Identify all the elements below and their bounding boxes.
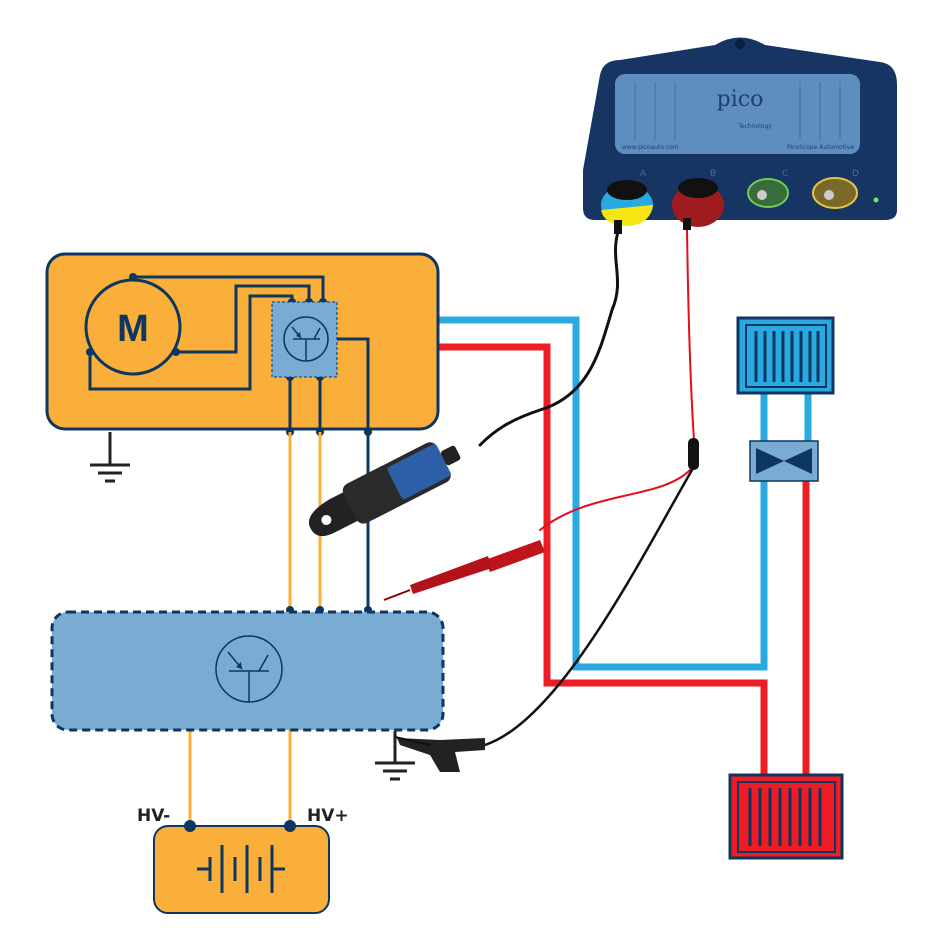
- ground-icon: [375, 731, 415, 781]
- current-clamp: [308, 442, 461, 537]
- coolant-valve: [749, 440, 819, 482]
- inverter-module: [50, 610, 445, 732]
- cold-coolant-pipe: [438, 316, 812, 671]
- hv-battery: HV- HV+: [137, 806, 349, 914]
- channel-c-label: C: [782, 169, 788, 179]
- hot-radiator: [728, 773, 844, 860]
- scope-logo-sub: Technology: [737, 123, 772, 130]
- scope-website: www.picoauto.com: [622, 144, 679, 151]
- probe-splitter: [688, 438, 699, 470]
- motor-transistor: [271, 301, 338, 378]
- cold-radiator: [736, 316, 835, 395]
- scope-model: PicoScope Automotive: [787, 144, 854, 151]
- status-led: [873, 197, 879, 203]
- motor-module: M: [45, 252, 440, 612]
- picoscope-device: pico Technology www.picoauto.com PicoSco…: [583, 37, 897, 234]
- hot-coolant-pipe: [438, 343, 810, 776]
- channel-a-label: A: [640, 169, 647, 179]
- probe-cables: [478, 227, 695, 747]
- hv-positive-label: HV+: [307, 806, 349, 826]
- channel-a-connector[interactable]: [601, 180, 653, 226]
- battery-icon: [197, 845, 285, 893]
- channel-b-label: B: [710, 169, 716, 179]
- channel-b-connector[interactable]: [672, 178, 724, 227]
- motor-label: M: [117, 308, 149, 350]
- scope-logo: pico: [717, 87, 764, 112]
- red-test-probe: [383, 540, 545, 601]
- hv-negative-label: HV-: [137, 806, 170, 826]
- channel-d-connector[interactable]: [812, 177, 858, 209]
- channel-d-label: D: [852, 169, 859, 179]
- channel-c-connector[interactable]: [747, 178, 789, 208]
- black-ground-clip: [394, 736, 485, 772]
- ground-icon: [90, 432, 130, 483]
